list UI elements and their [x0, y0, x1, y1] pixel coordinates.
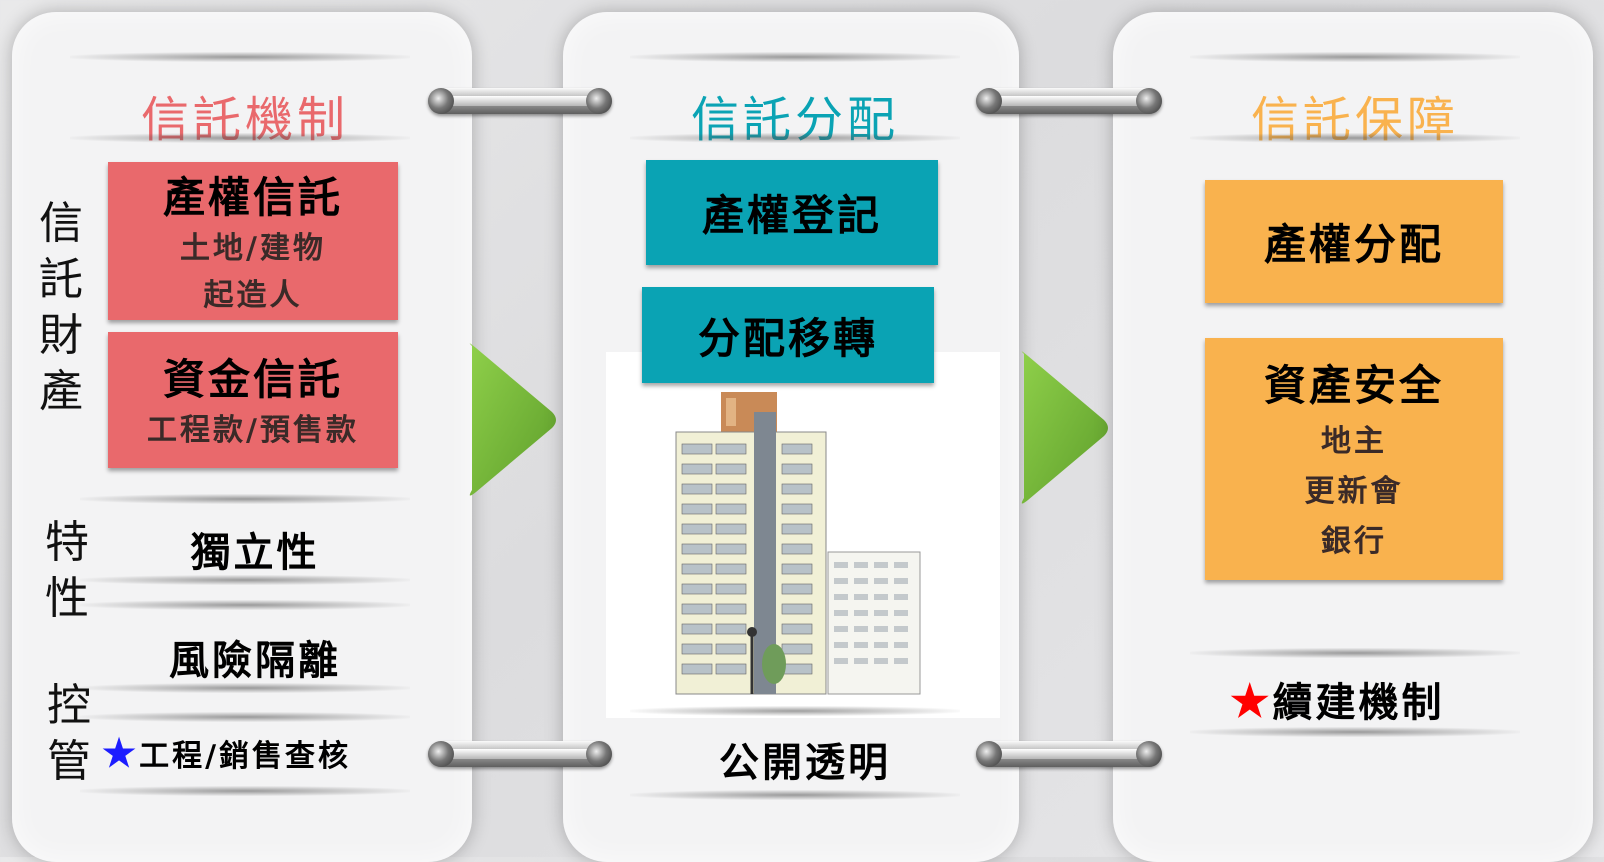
box-distribution-transfer-label: 分配移轉: [697, 313, 878, 363]
box-property-trust-title: 產權信託: [162, 172, 343, 222]
building-icon: [675, 392, 921, 695]
continue-construction: ★續建機制: [1230, 670, 1490, 728]
ring-connector-top-right: [976, 88, 1162, 114]
separator: [70, 52, 410, 62]
separator: [80, 600, 410, 610]
separator: [80, 575, 410, 585]
star-icon: ★: [1230, 676, 1273, 727]
side-label-feature: 特性: [45, 517, 89, 624]
ring-connector-bottom-right: [976, 741, 1162, 767]
arrow-right-icon: [1021, 351, 1108, 504]
box-fund-trust-title: 資金信託: [162, 355, 343, 404]
separator: [80, 786, 410, 796]
feature-risk-isolation: 風險隔離: [169, 637, 341, 684]
box-fund-trust: 資金信託 工程款/預售款: [108, 332, 398, 468]
continue-construction-label: 續建機制: [1272, 679, 1445, 726]
separator: [1190, 648, 1520, 658]
asset-safety-item-bank: 銀行: [1321, 523, 1387, 559]
asset-safety-item-renewal-association: 更新會: [1304, 473, 1404, 509]
arrow-right-icon: [469, 343, 556, 496]
building-illustration: [606, 352, 1000, 718]
box-fund-trust-sub: 工程款/預售款: [147, 413, 359, 448]
ring-connector-top-left: [428, 88, 612, 114]
box-property-registration: 產權登記: [646, 160, 938, 265]
separator: [70, 133, 410, 143]
box-property-distribution-label: 產權分配: [1263, 220, 1444, 269]
control-item-label: 工程/銷售查核: [139, 739, 352, 774]
box-property-trust-sub1: 土地/建物: [180, 230, 326, 266]
ring-connector-bottom-left: [428, 741, 612, 767]
box-property-trust: 產權信託 土地/建物 起造人: [108, 162, 398, 320]
separator: [630, 706, 960, 716]
separator: [630, 790, 960, 800]
asset-safety-item-landowner: 地主: [1321, 423, 1387, 459]
separator: [80, 712, 410, 722]
control-item: ★工程/銷售查核: [102, 730, 392, 775]
separator: [1190, 52, 1520, 62]
box-property-trust-sub2: 起造人: [203, 277, 303, 313]
star-icon: ★: [102, 730, 140, 775]
box-asset-safety-title: 資產安全: [1263, 360, 1444, 410]
box-asset-safety: 資產安全 地主 更新會 銀行: [1205, 338, 1503, 580]
side-label-control: 控管: [47, 680, 91, 787]
side-label-trust-property: 信託財產: [39, 198, 83, 417]
separator: [80, 683, 410, 693]
feature-independence: 獨立性: [190, 529, 320, 576]
separator: [1190, 727, 1520, 737]
separator: [630, 133, 960, 143]
box-distribution-transfer: 分配移轉: [642, 287, 934, 383]
separator: [630, 52, 960, 62]
separator: [1190, 133, 1520, 143]
box-property-distribution: 產權分配: [1205, 180, 1503, 303]
separator: [80, 494, 410, 504]
footer-transparency: 公開透明: [719, 739, 891, 786]
box-property-registration-label: 產權登記: [701, 191, 882, 240]
